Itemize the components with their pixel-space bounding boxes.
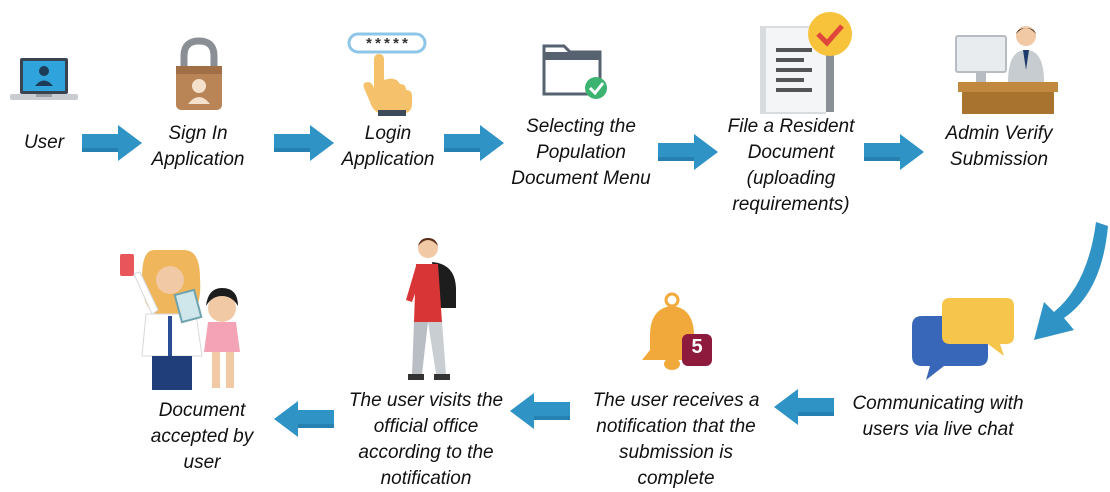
flow-arrow-1 [80,124,144,162]
laptop-user-icon [8,56,80,116]
step-label-document-accepted: Document accepted by user [150,400,254,473]
step-label-login: Login Application [341,123,435,170]
folder-check-icon [540,38,612,102]
flow-arrow-4 [656,133,720,171]
chat-bubbles-icon [908,296,1018,380]
step-label-admin-verify: Admin Verify Submission [945,123,1053,170]
flow-arrow-7 [508,392,572,430]
padlock-icon [172,37,226,112]
bell-notification-icon: 5 [636,292,716,376]
step-label-select-menu: Selecting the Population Document Menu [511,116,651,189]
document-check-icon [752,6,856,116]
admin-desk-icon [954,24,1062,116]
flow-arrow-5 [862,133,926,171]
flow-arrow-6 [772,388,836,426]
step-label-file-document: File a Resident Document (uploading requ… [727,116,855,215]
step-label-visit-office: The user visits the official office acco… [348,390,504,489]
flow-arrow-2 [272,124,336,162]
notification-badge-count: 5 [691,336,703,358]
step-label-notification: The user receives a notification that th… [592,390,760,489]
walking-person-icon [398,234,468,384]
flow-arrow-8 [272,400,336,438]
step-label-live-chat: Communicating with users via live chat [852,393,1024,440]
password-mask: ***** [364,37,409,54]
flow-arrow-3 [442,124,506,162]
flow-arrow-curve [1030,222,1110,346]
family-document-icon [112,244,262,394]
step-label-user: User [23,132,65,153]
step-label-sign-in: Sign In Application [151,123,245,170]
password-tap-icon: ***** [347,32,428,118]
